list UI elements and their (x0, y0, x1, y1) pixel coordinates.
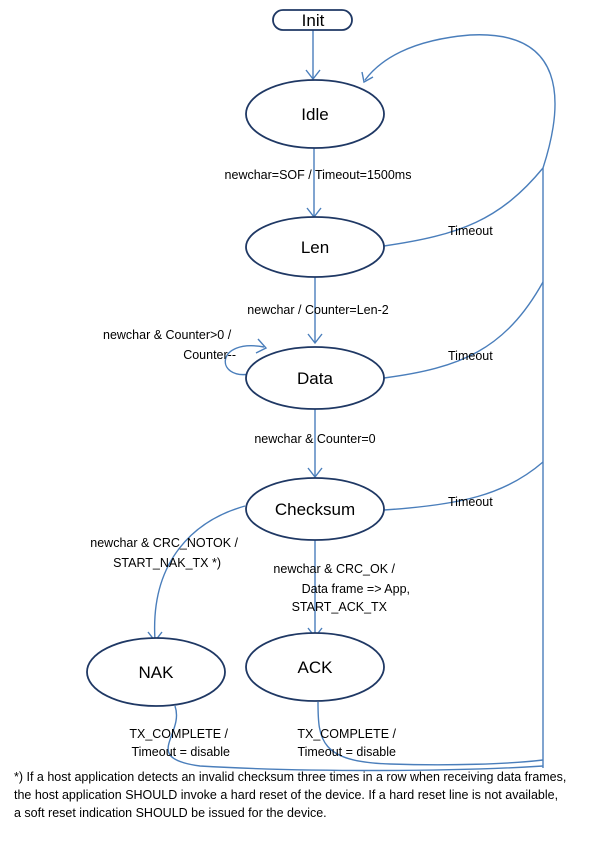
label-len-to-data: newchar / Counter=Len-2 (247, 303, 388, 317)
footnote-line: the host application SHOULD invoke a har… (14, 788, 559, 802)
label-data-loop-line2: Counter-- (183, 348, 236, 362)
edge-data-to-checksum-arrowhead (307, 467, 323, 479)
state-init-label: Init (302, 11, 325, 30)
label-data-loop-line1: newchar & Counter>0 / (103, 328, 232, 342)
label-checksum-to-ack-line2: Data frame => App, (302, 582, 410, 596)
label-idle-to-len: newchar=SOF / Timeout=1500ms (225, 168, 412, 182)
edge-data-self-loop-arrowhead (255, 338, 268, 354)
edge-nak-done (167, 705, 544, 772)
state-ack (245, 632, 385, 702)
state-idle-label: Idle (301, 105, 328, 124)
state-checksum (245, 477, 385, 541)
state-ack-label: ACK (298, 658, 334, 677)
label-ack-done-line1: TX_COMPLETE / (297, 727, 396, 741)
state-checksum-label: Checksum (275, 500, 355, 519)
state-init (272, 9, 353, 31)
state-nak-label: NAK (139, 663, 175, 682)
footnote-line: *) If a host application detects an inva… (14, 770, 567, 784)
footnote-line: a soft reset indication SHOULD be issued… (14, 806, 327, 820)
state-data-label: Data (297, 369, 333, 388)
state-data (245, 346, 385, 410)
edge-init-to-idle-arrowhead (305, 69, 321, 81)
edge-checksum-to-nak (153, 505, 246, 641)
edge-return-to-idle (364, 34, 556, 169)
edge-len-timeout (383, 167, 544, 247)
label-timeout-len: Timeout (448, 224, 493, 238)
label-nak-done-line2: Timeout = disable (131, 745, 230, 759)
edge-ack-done (317, 701, 544, 766)
label-timeout-data: Timeout (448, 349, 493, 363)
edge-data-self-loop (224, 345, 265, 376)
label-checksum-to-nak-line2: START_NAK_TX *) (113, 556, 221, 570)
label-timeout-checksum: Timeout (448, 495, 493, 509)
label-checksum-to-ack-line1: newchar & CRC_OK / (273, 562, 395, 576)
footnote: *) If a host application detects an inva… (14, 768, 594, 822)
label-data-to-checksum: newchar & Counter=0 (254, 432, 375, 446)
edge-checksum-timeout (383, 461, 544, 511)
state-len (245, 216, 385, 278)
label-checksum-to-ack-line3: START_ACK_TX (292, 600, 388, 614)
state-idle (245, 79, 385, 149)
edge-return-to-idle-arrowhead (361, 71, 374, 84)
edge-data-timeout (383, 281, 544, 379)
label-checksum-to-nak-line1: newchar & CRC_NOTOK / (90, 536, 238, 550)
state-nak (86, 637, 226, 707)
label-nak-done-line1: TX_COMPLETE / (129, 727, 228, 741)
edge-len-to-data-arrowhead (307, 333, 323, 345)
label-ack-done-line2: Timeout = disable (297, 745, 396, 759)
state-len-label: Len (301, 238, 329, 257)
